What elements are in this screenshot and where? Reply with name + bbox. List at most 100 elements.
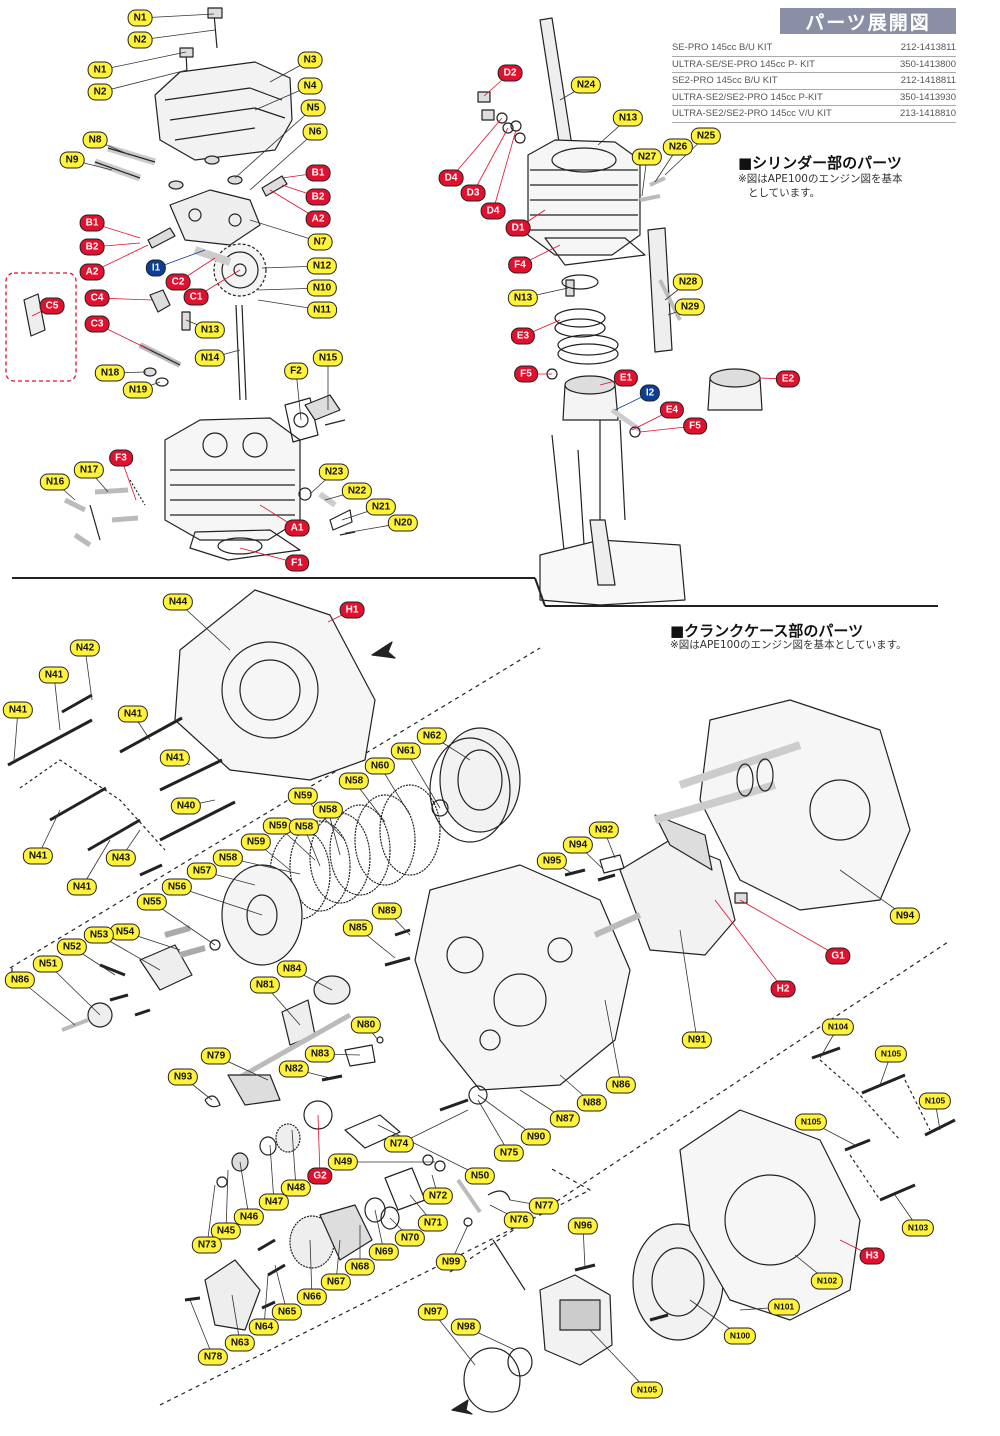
part-label: N12	[306, 257, 338, 275]
leader-line	[679, 929, 698, 1041]
part-label: N45	[210, 1222, 242, 1240]
part-label: N105	[874, 1045, 908, 1063]
part-label: N59	[240, 833, 272, 851]
part-label: A2	[79, 263, 105, 281]
kit-row: ULTRA-SE/SE-PRO 145cc P- KIT 350-1413800	[672, 57, 956, 73]
part-label: B2	[79, 238, 105, 256]
part-label: N20	[387, 514, 419, 532]
part-label: N78	[197, 1348, 229, 1366]
part-label: E1	[613, 369, 639, 387]
part-label: N93	[167, 1068, 199, 1086]
part-label: N79	[200, 1047, 232, 1065]
part-label: N58	[312, 801, 344, 819]
leader-line	[472, 127, 509, 194]
part-label: N98	[450, 1318, 482, 1336]
part-label: N41	[159, 749, 191, 767]
part-label: C1	[183, 288, 209, 306]
part-label: N10	[306, 279, 338, 297]
leader-line	[249, 131, 316, 191]
part-label: N71	[417, 1214, 449, 1232]
c5-optional-box	[5, 272, 77, 382]
part-label: N23	[318, 463, 350, 481]
part-label: N48	[280, 1179, 312, 1197]
part-label: N41	[117, 705, 149, 723]
leader-line	[239, 1161, 250, 1218]
leader-line	[139, 29, 216, 41]
part-label: N90	[520, 1128, 552, 1146]
part-label: N3	[297, 51, 323, 69]
leader-line	[263, 1274, 269, 1328]
part-label: N102	[810, 1272, 844, 1290]
part-label: N11	[307, 301, 337, 319]
crankcase-assembly	[7, 589, 956, 1415]
part-label: N68	[344, 1258, 376, 1276]
leader-line	[47, 963, 101, 1016]
leader-line	[492, 129, 517, 212]
part-label: N62	[416, 727, 448, 745]
part-label: N100	[723, 1327, 757, 1345]
part-label: B2	[305, 188, 331, 206]
part-label: N97	[417, 1303, 449, 1321]
kit-name: ULTRA-SE/SE-PRO 145cc P- KIT	[672, 58, 815, 70]
cylinder-head-assembly	[63, 7, 356, 561]
part-label: N52	[56, 938, 88, 956]
kit-code: 350-1413800	[900, 58, 956, 70]
part-label: F3	[109, 449, 133, 467]
part-label: N41	[22, 847, 54, 865]
part-label: N58	[212, 849, 244, 867]
leader-line	[53, 674, 61, 731]
part-label: N46	[233, 1208, 265, 1226]
kit-name: ULTRA-SE2/SE2-PRO 145cc V/U KIT	[672, 108, 832, 119]
part-label: N51	[32, 955, 64, 973]
cylinder-assembly	[477, 17, 763, 606]
part-label: N28	[672, 273, 704, 291]
leader-line	[309, 1239, 313, 1298]
part-label: G2	[307, 1167, 333, 1185]
part-label: N40	[170, 797, 202, 815]
part-label: N24	[570, 76, 602, 94]
part-label: N74	[383, 1135, 415, 1153]
part-label: F4	[508, 256, 532, 274]
part-label: N41	[2, 701, 34, 719]
part-label: N7	[307, 233, 333, 251]
part-label: N85	[342, 919, 374, 937]
part-label: N101	[767, 1298, 801, 1316]
part-label: N91	[681, 1031, 713, 1049]
part-label: F1	[285, 554, 309, 572]
kit-code: 212-1418811	[900, 75, 956, 86]
part-label: C3	[84, 315, 110, 333]
cylinder-section-heading: ■シリンダー部のパーツ	[738, 154, 902, 172]
part-label: N58	[338, 772, 370, 790]
part-label: N103	[901, 1219, 935, 1237]
part-label: N2	[127, 31, 153, 49]
leader-line	[377, 1124, 481, 1177]
part-label: N15	[312, 349, 344, 367]
part-label: N92	[588, 821, 620, 839]
part-label: N75	[493, 1144, 525, 1162]
part-label: N80	[350, 1016, 382, 1034]
cylinder-section-note: ※図はAPE100のエンジン図を基本 としています。	[738, 173, 903, 199]
part-label: N105	[794, 1113, 828, 1131]
part-label: N70	[394, 1229, 426, 1247]
part-label: N88	[576, 1094, 608, 1112]
part-label: N83	[304, 1045, 336, 1063]
part-label: N64	[248, 1318, 280, 1336]
leader-line	[176, 886, 263, 916]
leader-line	[714, 899, 784, 990]
part-label: D4	[480, 202, 506, 220]
part-label: C4	[84, 289, 110, 307]
part-label: N13	[612, 109, 644, 127]
part-label: N73	[191, 1236, 223, 1254]
part-label: N86	[4, 971, 36, 989]
part-label: N72	[422, 1187, 454, 1205]
part-label: N27	[631, 148, 663, 166]
part-label: N89	[371, 902, 403, 920]
part-label: N41	[66, 878, 98, 896]
part-label: N99	[435, 1253, 467, 1271]
part-label: N66	[296, 1288, 328, 1306]
part-label: N47	[258, 1193, 290, 1211]
part-label: N60	[364, 757, 396, 775]
part-label: N59	[287, 787, 319, 805]
